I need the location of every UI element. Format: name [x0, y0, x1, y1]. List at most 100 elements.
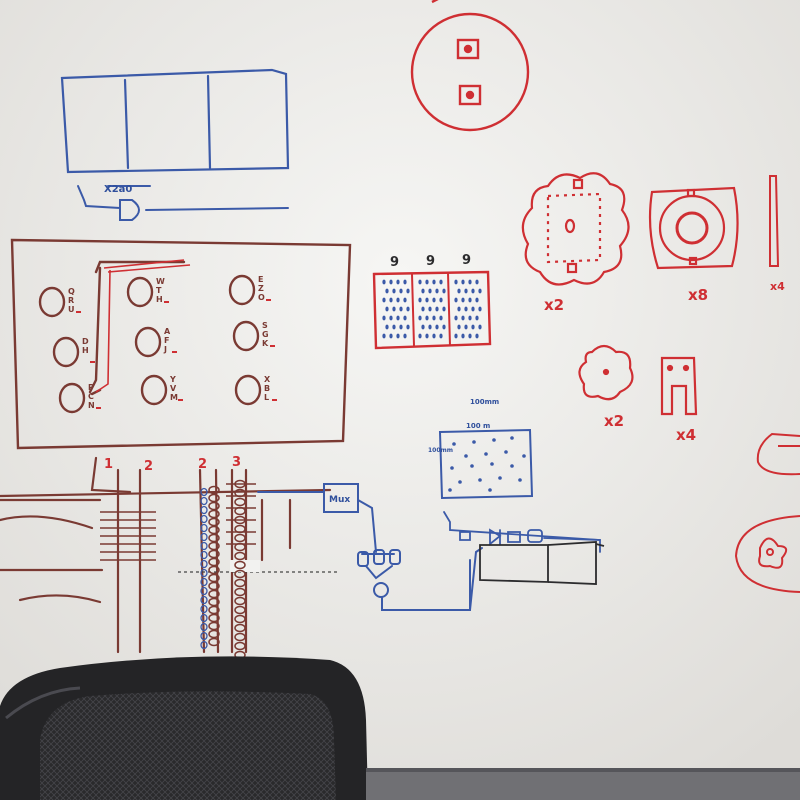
board-dot: [448, 488, 452, 492]
grid-dot: [385, 324, 389, 330]
coil-loop: [234, 479, 246, 489]
keypad-key: YVM: [140, 374, 183, 406]
grid-header-3: 9: [462, 253, 471, 268]
grid-dot: [425, 333, 429, 339]
board-dot: [488, 488, 492, 492]
red-side-sketch: [734, 432, 800, 593]
grid-dot: [396, 333, 400, 339]
coil-loop: [208, 533, 220, 543]
grid-dot: [464, 306, 468, 312]
office-chair: [0, 656, 368, 800]
key-letter: A: [164, 327, 171, 336]
grid-dot: [471, 306, 475, 312]
grid-dot: [389, 279, 393, 285]
coil-loop: [208, 517, 220, 527]
grid-dot: [385, 288, 389, 294]
key-letter: F: [164, 336, 169, 345]
grid-dot: [461, 279, 465, 285]
grid-dot: [461, 333, 465, 339]
small-flower-count: x2: [604, 412, 624, 430]
blue-mark: [200, 631, 208, 641]
coil-loop: [208, 509, 220, 519]
coil-loop: [234, 506, 246, 516]
coil-loop: [208, 573, 220, 583]
grid-dot: [475, 279, 479, 285]
grid-header-2: 9: [426, 254, 435, 269]
coil-loop: [234, 596, 246, 606]
keypad-key: PCN: [58, 382, 101, 414]
grid-dot: [475, 297, 479, 303]
coil-loop: [208, 557, 220, 567]
red-bracket: [660, 356, 698, 416]
key-letter: X: [264, 375, 271, 384]
grid-dot: [428, 324, 432, 330]
board-dot: [478, 478, 482, 482]
red-grid-panel: [372, 270, 492, 350]
coil-loop: [234, 488, 246, 498]
grid-dot: [435, 288, 439, 294]
logic-label: X2a0: [104, 184, 132, 195]
key-circle: [126, 276, 154, 308]
grid-dot: [442, 288, 446, 294]
coil-loop: [234, 551, 246, 561]
coil-loop: [208, 493, 220, 503]
grid-dot: [382, 279, 386, 285]
blue-mark: [200, 550, 208, 560]
bus-ribbon: [100, 511, 156, 561]
red-bar: [769, 175, 780, 267]
grid-dot: [389, 315, 393, 321]
bus-label-1: 1: [104, 457, 113, 472]
blue-mark: [200, 532, 208, 542]
key-letter: C: [88, 392, 94, 401]
coil-loop: [234, 533, 246, 543]
keypad-key: EZO: [228, 274, 271, 306]
grid-dot: [432, 279, 436, 285]
blue-mark: [200, 586, 208, 596]
grid-dot: [454, 333, 458, 339]
key-letter: G: [262, 330, 269, 339]
grid-header-1: 9: [390, 255, 399, 270]
board-dot: [470, 464, 474, 468]
ring-count: x8: [688, 286, 708, 304]
grid-dot: [403, 333, 407, 339]
board-dot: [458, 480, 462, 484]
key-letter: Q: [68, 287, 75, 296]
grid-dot: [464, 288, 468, 294]
grid-dot: [468, 297, 472, 303]
blue-mark: [200, 559, 208, 569]
coil-loop: [208, 581, 220, 591]
blue-mark: [200, 577, 208, 587]
red-round-plate: [410, 0, 530, 132]
board-dot: [464, 454, 468, 458]
key-letter: B: [264, 384, 270, 393]
grid-dot: [478, 306, 482, 312]
grid-dot: [382, 315, 386, 321]
board-dot: [492, 438, 496, 442]
key-circle: [58, 382, 86, 414]
key-circle: [52, 336, 80, 368]
blue-mark: [200, 622, 208, 632]
red-ring-plate: [648, 186, 739, 270]
logic-gate-sketch: [77, 185, 289, 221]
mux-circuit: [257, 483, 483, 611]
key-letter: J: [163, 345, 167, 354]
grid-dot: [392, 306, 396, 312]
coil-loop: [234, 515, 246, 525]
coil-loop: [208, 525, 220, 535]
black-boxes: [479, 541, 605, 585]
blue-mark: [200, 514, 208, 524]
grid-dot: [406, 288, 410, 294]
mux-label: Mux: [329, 495, 350, 505]
key-circle: [38, 286, 66, 318]
key-letter: H: [82, 346, 89, 355]
grid-dot: [428, 288, 432, 294]
coil-loop: [208, 621, 220, 631]
blue-mark: [200, 613, 208, 623]
blue-mark: [200, 541, 208, 551]
coil-loop: [208, 589, 220, 599]
grid-dot: [406, 306, 410, 312]
floor-strip: [366, 772, 800, 800]
grid-dot: [418, 315, 422, 321]
grid-dot: [478, 324, 482, 330]
